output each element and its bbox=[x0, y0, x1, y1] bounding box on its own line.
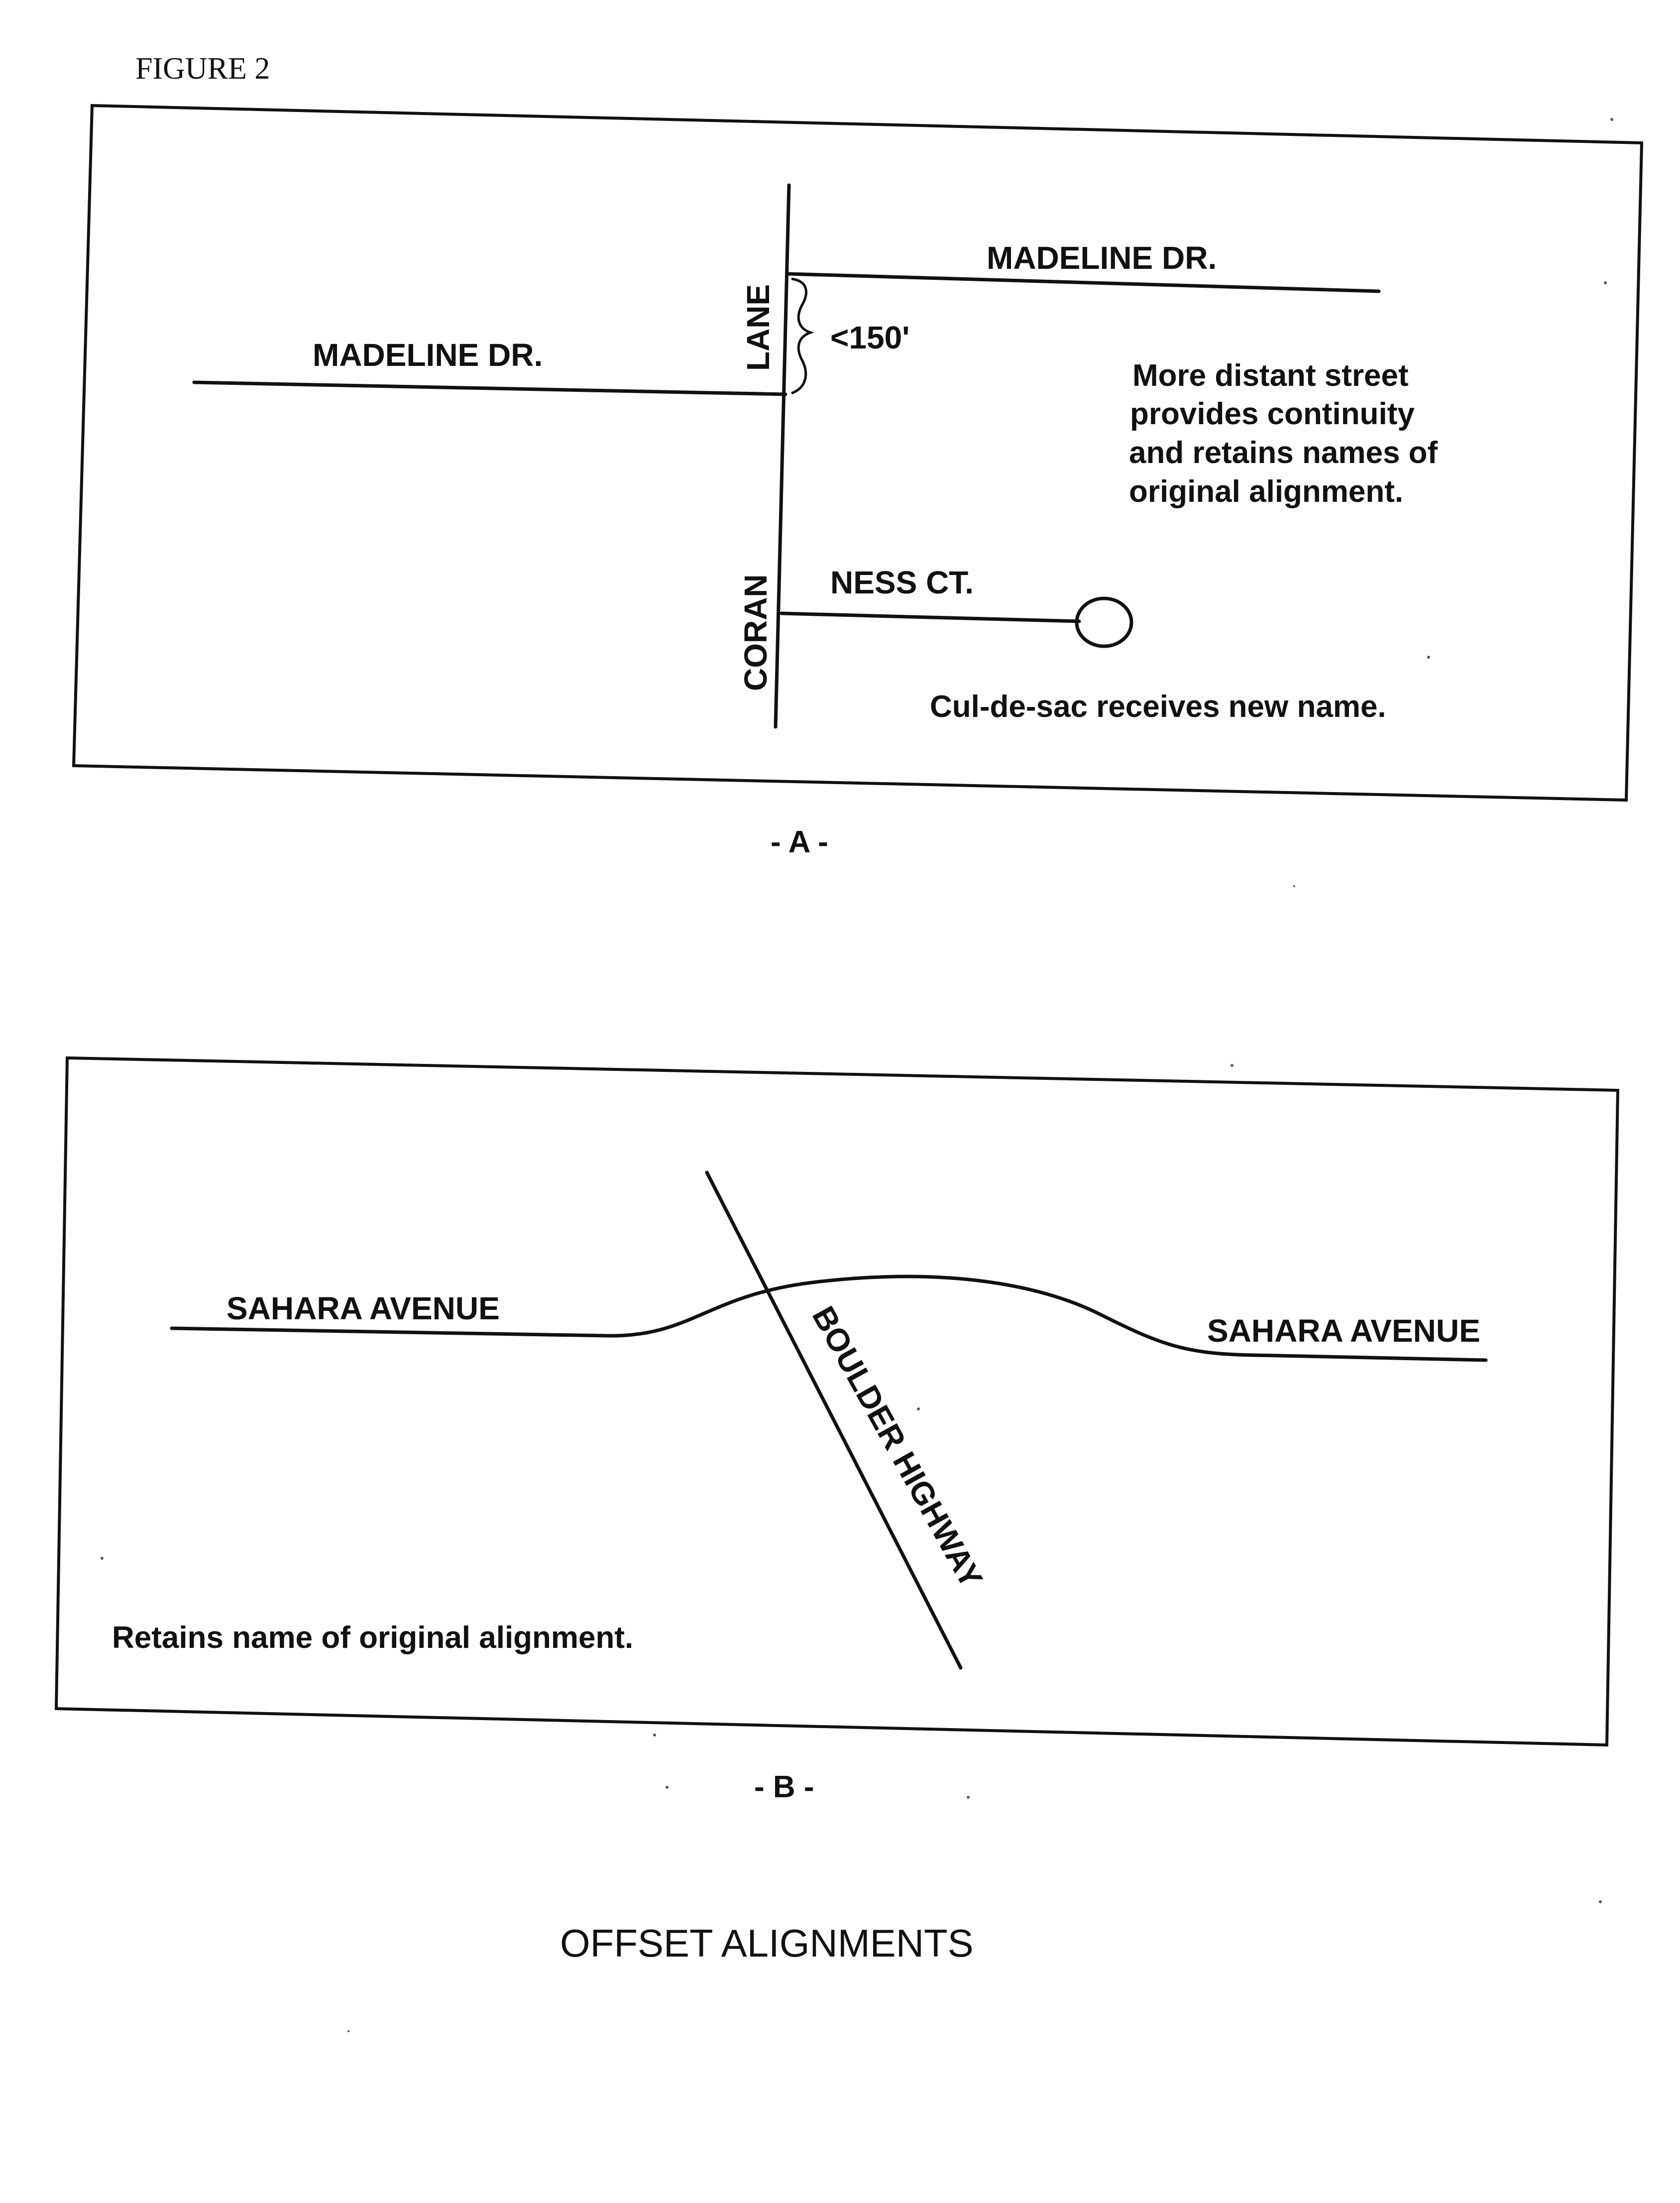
lane-label: LANE bbox=[740, 284, 776, 371]
panel-b-frame bbox=[54, 1056, 1620, 1747]
scan-specks bbox=[101, 118, 1613, 2032]
panel-a-frame bbox=[72, 104, 1644, 802]
offset-distance-label: <150' bbox=[830, 320, 909, 355]
coran-lane-street bbox=[774, 183, 791, 729]
sahara-east-label: SAHARA AVENUE bbox=[1207, 1313, 1480, 1349]
coran-label: CORAN bbox=[738, 574, 774, 691]
culdesac-note: Cul-de-sac receives new name. bbox=[930, 690, 1386, 724]
culdesac-bulb bbox=[1075, 596, 1133, 648]
madeline-west-label: MADELINE DR. bbox=[313, 337, 543, 373]
sahara-avenue-street bbox=[170, 1275, 1488, 1362]
panel-b: SAHARA AVENUE SAHARA AVENUE BOULDER HIGH… bbox=[54, 1056, 1620, 1747]
boulder-highway-label: BOULDER HIGHWAY bbox=[805, 1300, 990, 1594]
figure-title: OFFSET ALIGNMENTS bbox=[560, 1921, 974, 1965]
madeline-east-label: MADELINE DR. bbox=[987, 240, 1217, 276]
continuity-note-line-1: More distant street bbox=[1132, 358, 1409, 393]
figure-label: FIGURE 2 bbox=[135, 52, 270, 86]
ness-ct-label: NESS CT. bbox=[830, 565, 974, 600]
continuity-note-line-3: and retains names of bbox=[1129, 436, 1438, 470]
retains-name-note: Retains name of original alignment. bbox=[112, 1621, 633, 1655]
continuity-note-line-4: original alignment. bbox=[1129, 474, 1403, 509]
madeline-west-street bbox=[192, 380, 787, 396]
panel-a-tag: - A - bbox=[771, 825, 828, 859]
continuity-note-line-2: provides continuity bbox=[1130, 397, 1415, 431]
panel-a: MADELINE DR. MADELINE DR. LANE CORAN <15… bbox=[72, 104, 1644, 802]
ness-ct-street bbox=[780, 611, 1081, 623]
offset-brace bbox=[791, 277, 814, 395]
boulder-highway-street bbox=[705, 1170, 963, 1670]
sahara-west-label: SAHARA AVENUE bbox=[226, 1290, 500, 1326]
madeline-east-street bbox=[785, 272, 1381, 293]
panel-b-tag: - B - bbox=[754, 1770, 814, 1804]
